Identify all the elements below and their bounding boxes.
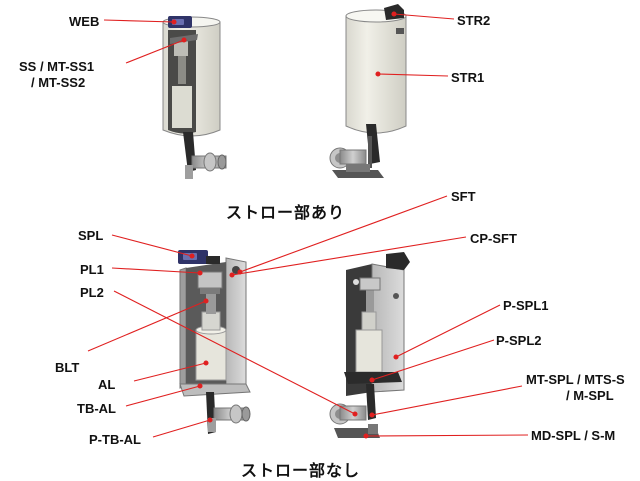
- leader-tb-al: [125, 385, 201, 407]
- leader-ss: [125, 39, 185, 64]
- leader-mt-spl: [371, 385, 523, 416]
- leader-p-spl1: [395, 304, 501, 358]
- label-blt: BLT: [55, 360, 80, 375]
- leader-cp-sft-dot: [229, 272, 235, 278]
- assembly-with-straw-cutaway: [162, 16, 227, 179]
- leader-pl1: [111, 267, 201, 274]
- label-str2: STR2: [457, 13, 491, 28]
- leader-tb-al-dot: [197, 383, 203, 389]
- leader-lines: [87, 11, 529, 439]
- label-ss-line1: SS / MT-SS1: [19, 59, 95, 74]
- label-mt-spl-line1: MT-SPL / MTS-S: [526, 372, 625, 387]
- label-tb-al: TB-AL: [77, 401, 116, 416]
- label-md-spl: MD-SPL / S-M: [531, 428, 616, 443]
- leader-blt: [87, 300, 207, 352]
- leader-p-tb-al: [152, 419, 211, 438]
- label-web: WEB: [69, 14, 100, 29]
- leader-cp-sft: [231, 236, 467, 276]
- leader-pl1-dot: [197, 270, 203, 276]
- label-sft: SFT: [451, 189, 476, 204]
- label-pl1: PL1: [80, 262, 104, 277]
- leader-p-tb-al-dot: [207, 417, 213, 423]
- label-spl: SPL: [78, 228, 104, 243]
- leader-spl: [111, 234, 193, 257]
- leader-md-spl-dot: [363, 433, 369, 439]
- leader-al: [133, 362, 207, 382]
- label-str1: STR1: [451, 70, 485, 85]
- leader-web-dot: [171, 19, 177, 25]
- label-al: AL: [98, 377, 116, 392]
- assembly-with-straw-closed: [329, 4, 407, 178]
- leader-p-spl2: [371, 339, 495, 381]
- leader-pl2: [113, 290, 356, 415]
- leader-str1-dot: [375, 71, 381, 77]
- leader-p-spl2-dot: [369, 377, 375, 383]
- assembly-without-straw-front: [178, 250, 251, 434]
- leader-web: [103, 19, 175, 23]
- leader-sft: [239, 195, 448, 273]
- leader-blt-dot: [203, 298, 209, 304]
- leader-p-spl1-dot: [393, 354, 399, 360]
- label-p-spl1: P-SPL1: [503, 298, 549, 313]
- leader-al-dot: [203, 360, 209, 366]
- caption-without-straw: ストロー部なし: [241, 463, 361, 480]
- label-cp-sft: CP-SFT: [470, 231, 517, 246]
- assembly-without-straw-back: [329, 252, 410, 438]
- leader-ss-dot: [181, 37, 187, 43]
- leader-mt-spl-dot: [369, 412, 375, 418]
- leader-md-spl: [365, 434, 529, 437]
- leader-spl-dot: [189, 253, 195, 259]
- label-p-spl2: P-SPL2: [496, 333, 542, 348]
- leader-str2: [393, 13, 455, 20]
- leader-pl2-dot: [352, 411, 358, 417]
- label-p-tb-al: P-TB-AL: [89, 432, 141, 447]
- label-pl2: PL2: [80, 285, 104, 300]
- caption-with-straw: ストロー部あり: [226, 205, 346, 222]
- leader-str2-dot: [391, 11, 397, 17]
- label-ss-line2: / MT-SS2: [31, 75, 86, 90]
- leader-str1: [377, 73, 449, 77]
- label-mt-spl-line2: / M-SPL: [566, 388, 614, 403]
